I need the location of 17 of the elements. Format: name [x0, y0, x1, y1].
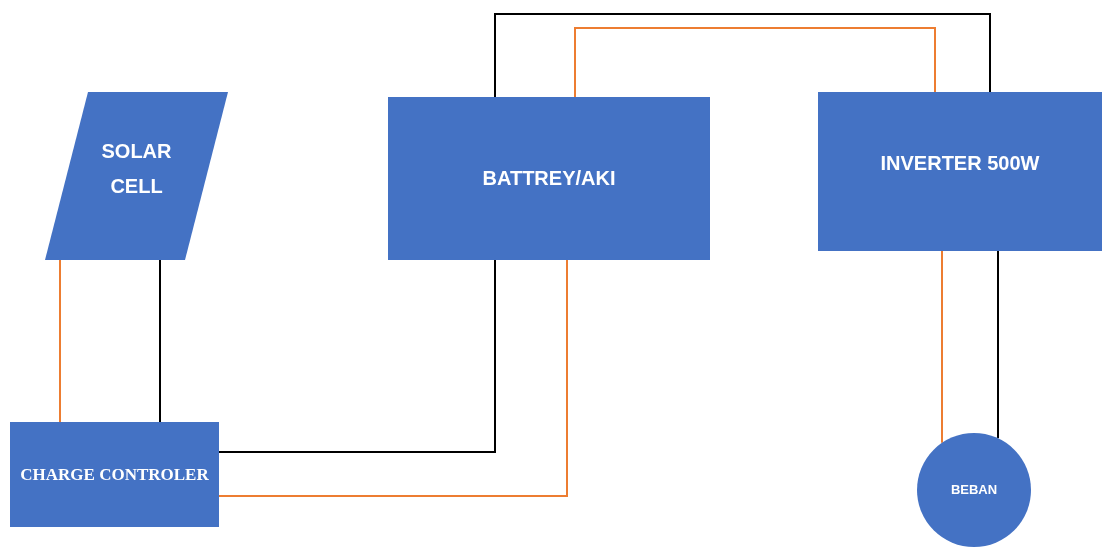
wire: [494, 13, 991, 98]
process-box: [818, 92, 1102, 251]
wire: [218, 259, 568, 497]
node-label: BATTREY/AKI: [482, 166, 616, 191]
wire: [941, 250, 943, 444]
wire: [997, 250, 999, 440]
node-label: SOLAR CELL: [101, 140, 172, 197]
wire: [59, 259, 61, 423]
wire: [574, 27, 936, 98]
wire: [218, 259, 496, 453]
node-label: CHARGE CONTROLER: [20, 463, 209, 486]
parallelogram-node: [45, 92, 228, 260]
wire: [159, 259, 161, 423]
process-box: [10, 422, 219, 527]
process-box: [388, 97, 710, 260]
node-label: INVERTER 500W: [880, 151, 1040, 176]
node-label: BEBAN: [950, 481, 998, 500]
